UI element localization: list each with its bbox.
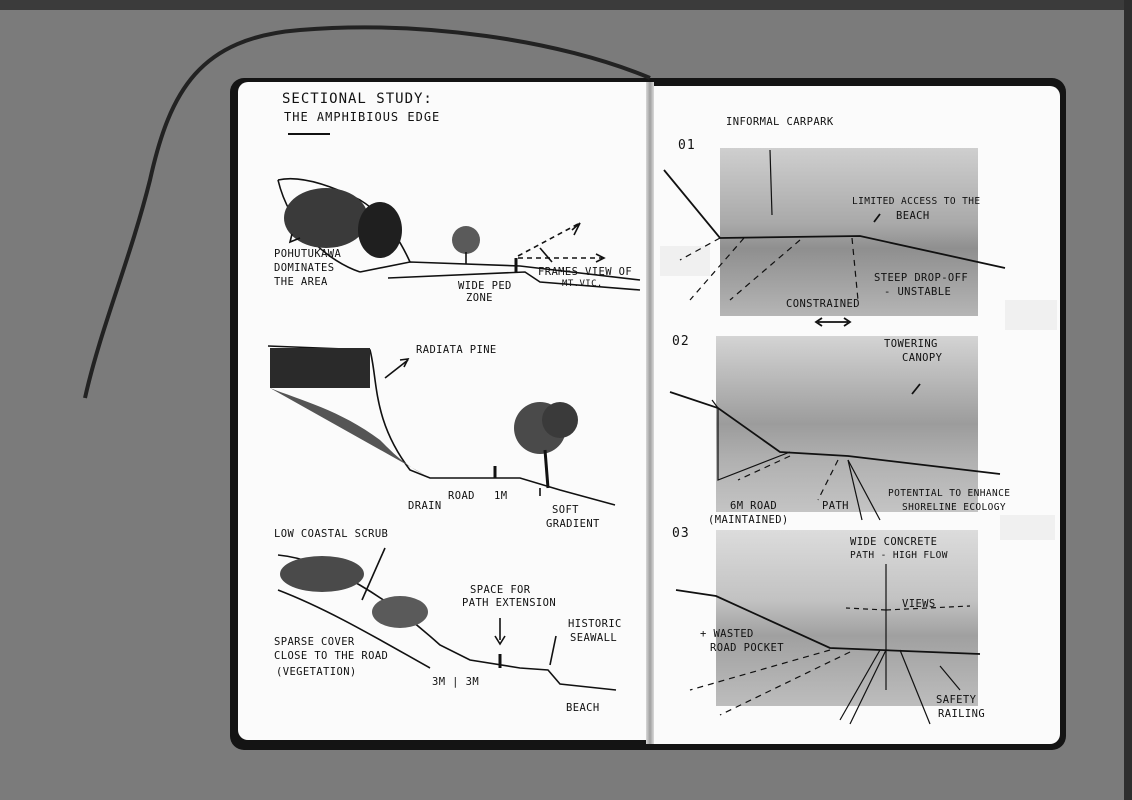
- view-2-drawing: [669, 383, 1001, 521]
- label-sparse-2: CLOSE TO THE ROAD: [274, 650, 389, 662]
- label-frames-view-2: MT.VIC.: [562, 279, 603, 289]
- view-number-02: 02: [672, 334, 690, 349]
- label-space-1: SPACE FOR: [470, 584, 531, 596]
- label-soft-gradient-1: SOFT: [552, 504, 579, 516]
- label-path: PATH: [822, 500, 849, 512]
- label-radiata-pine: RADIATA PINE: [416, 344, 497, 356]
- label-steep-drop-2: - UNSTABLE: [884, 286, 952, 298]
- section-3-drawing: [277, 547, 617, 691]
- label-views: VIEWS: [902, 598, 936, 610]
- label-wasted-2: ROAD POCKET: [710, 642, 784, 654]
- label-constrained: CONSTRAINED: [786, 298, 860, 310]
- tape-strip: [1005, 300, 1057, 330]
- page-title-line-1: SECTIONAL STUDY:: [282, 91, 433, 107]
- label-safety-2: RAILING: [938, 708, 986, 720]
- label-pohutukawa-3: THE AREA: [274, 276, 328, 288]
- label-soft-gradient-2: GRADIENT: [546, 518, 600, 530]
- label-potential-2: SHORELINE ECOLOGY: [902, 502, 1007, 513]
- label-canopy-2: CANOPY: [902, 352, 943, 364]
- scanner-edge-right: [1124, 0, 1132, 800]
- label-seawall-1: HISTORIC: [568, 618, 622, 630]
- view-number-01: 01: [678, 138, 696, 153]
- label-low-coastal-scrub: LOW COASTAL SCRUB: [274, 528, 389, 540]
- label-beach: BEACH: [566, 702, 600, 714]
- label-ped-zone-2: ZONE: [466, 292, 493, 304]
- label-space-2: PATH EXTENSION: [462, 597, 557, 609]
- bookmark-ribbon: [83, 25, 651, 399]
- label-steep-drop-1: STEEP DROP-OFF: [874, 272, 969, 284]
- page-title-line-2: THE AMPHIBIOUS EDGE: [284, 110, 441, 124]
- label-6m-road-1: 6M ROAD: [730, 500, 778, 512]
- tape-strip: [660, 246, 710, 276]
- section-1-drawing: [277, 177, 641, 291]
- label-limited-access-1: LIMITED ACCESS TO THE: [852, 196, 981, 207]
- label-sparse-1: SPARSE COVER: [274, 636, 355, 648]
- label-potential-1: POTENTIAL TO ENHANCE: [888, 488, 1011, 499]
- photo-01: [720, 148, 978, 316]
- label-wide-path-1: WIDE CONCRETE: [850, 536, 938, 548]
- label-safety-1: SAFETY: [936, 694, 977, 706]
- label-sparse-3: (VEGETATION): [276, 666, 357, 678]
- label-6m-road-2: (MAINTAINED): [708, 514, 789, 526]
- notebook-spine: [646, 82, 654, 744]
- label-frames-view-1: FRAMES VIEW OF: [538, 266, 633, 278]
- label-wide-path-2: PATH - HIGH FLOW: [850, 550, 948, 561]
- label-pohutukawa-2: DOMINATES: [274, 262, 335, 274]
- label-canopy-1: TOWERING: [884, 338, 938, 350]
- section-2-drawing: [267, 345, 616, 506]
- label-drain: DRAIN: [408, 500, 442, 512]
- label-ped-zone-1: WIDE PED: [458, 280, 512, 292]
- label-wasted-1: + WASTED: [700, 628, 754, 640]
- label-informal-carpark: INFORMAL CARPARK: [726, 116, 834, 128]
- photo-02: [716, 336, 978, 512]
- view-number-03: 03: [672, 526, 690, 541]
- label-dimensions: 3M | 3M: [432, 676, 480, 688]
- label-seawall-2: SEAWALL: [570, 632, 618, 644]
- view-1-drawing: [663, 149, 1006, 327]
- label-road-width: 1M: [494, 490, 508, 502]
- label-pohutukawa-1: POHUTUKAWA: [274, 248, 342, 260]
- view-3-drawing: [675, 564, 981, 725]
- tape-strip: [1000, 515, 1055, 540]
- label-road: ROAD: [448, 490, 475, 502]
- scanner-edge-top: [0, 0, 1132, 10]
- photo-03: [716, 530, 978, 706]
- label-limited-access-2: BEACH: [896, 210, 930, 222]
